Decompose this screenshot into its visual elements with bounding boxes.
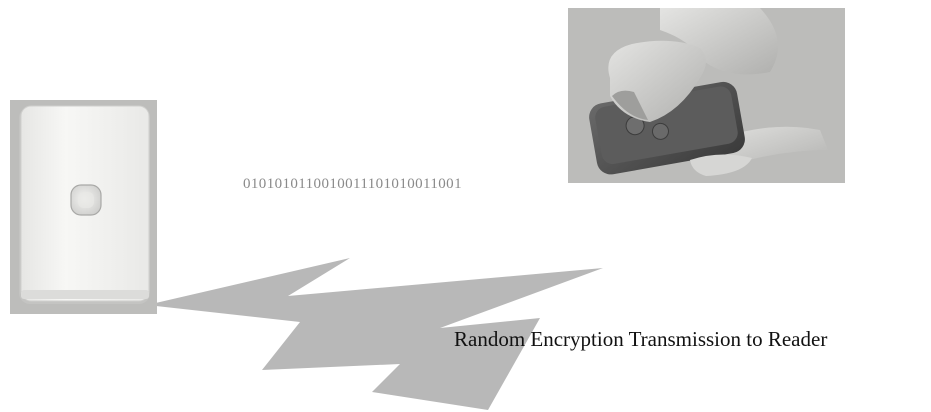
transmission-bolt	[147, 258, 603, 410]
wall-reader-photo	[10, 100, 157, 314]
key-fob-photo	[568, 8, 845, 183]
binary-stream-label: 0101010110010011101010011001	[243, 176, 462, 192]
transmission-caption: Random Encryption Transmission to Reader	[454, 327, 828, 351]
